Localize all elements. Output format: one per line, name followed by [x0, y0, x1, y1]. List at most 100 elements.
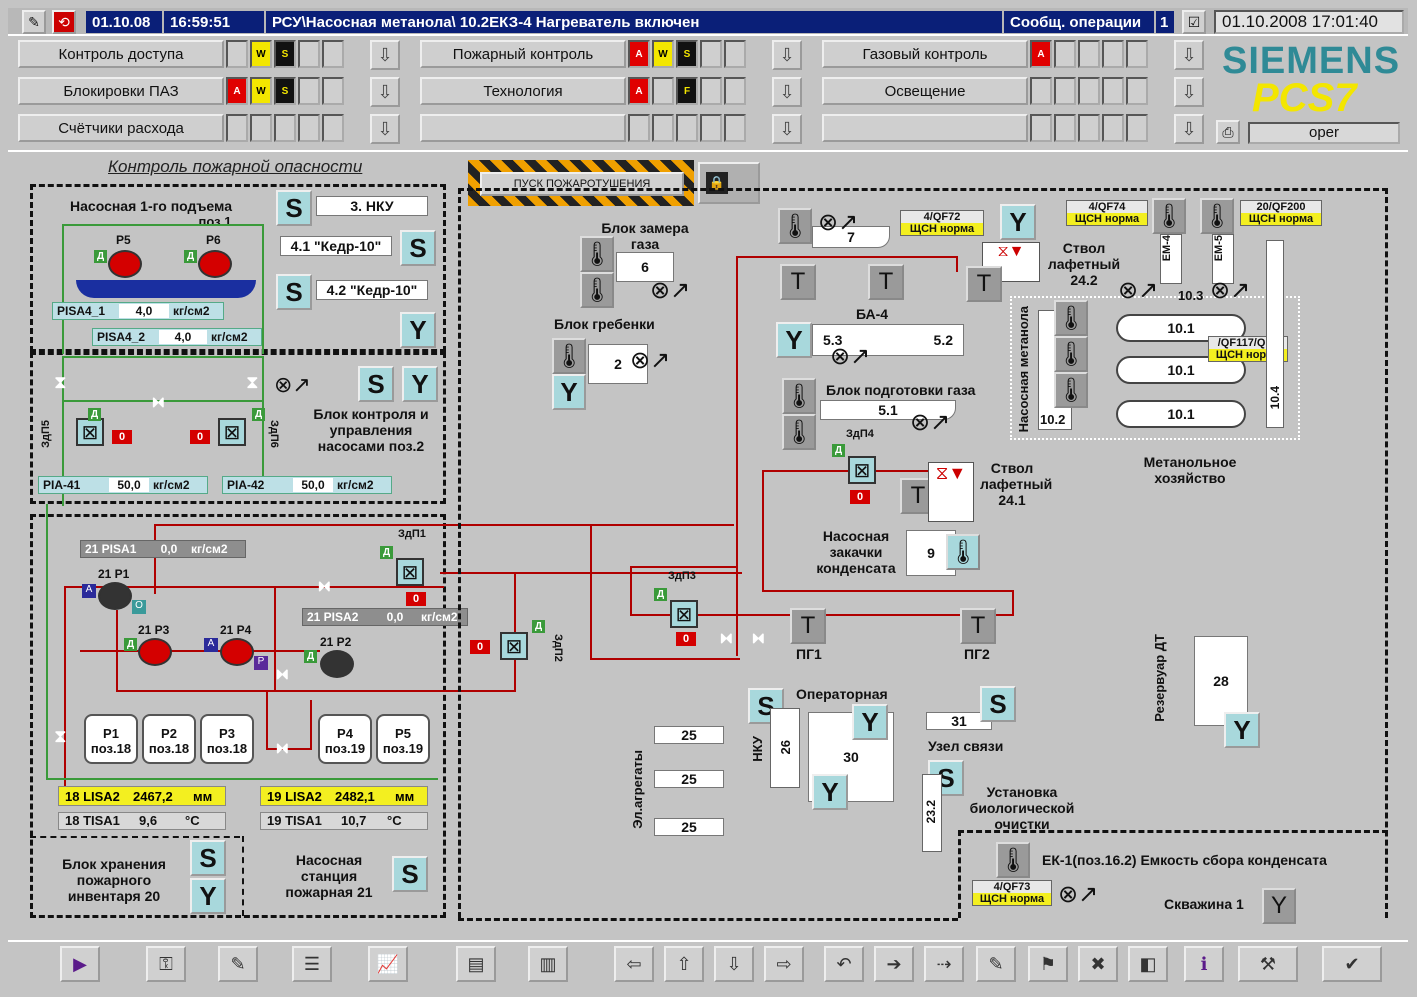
play-button[interactable]: ▶	[60, 946, 100, 982]
storage-switch[interactable]: S	[190, 840, 226, 876]
methanol-tank[interactable]: 10.1	[1116, 400, 1246, 428]
gas-meter-temp[interactable]: 🌡	[580, 236, 614, 272]
alarm-message[interactable]: РСУ\Насосная метанола\ 10.2ЕКЗ-4 Нагрева…	[266, 11, 1002, 33]
fire-monitor-icon[interactable]: ⊗↗	[830, 343, 871, 370]
barrel-24-1[interactable]: ⧖▼	[928, 462, 974, 522]
check-button[interactable]: ✔	[1322, 946, 1382, 982]
pg2-hydrant[interactable]: T	[960, 608, 996, 644]
valve-icon[interactable]: ⧗	[272, 742, 293, 755]
comb-temp[interactable]: 🌡	[552, 338, 586, 374]
area-button-2[interactable]: Газовый контроль	[822, 40, 1028, 68]
area-down-button[interactable]: ⇩	[370, 77, 400, 107]
tank-10-4[interactable]	[1266, 240, 1284, 428]
pump-21-p1[interactable]	[98, 582, 132, 610]
fire-start-button[interactable]: ПУСК ПОЖАРОТУШЕНИЯ	[480, 172, 684, 196]
ek1-temp[interactable]: 🌡	[996, 842, 1030, 878]
gas-meter-temp[interactable]: 🌡	[580, 272, 614, 308]
notes-icon[interactable]: ✎	[22, 10, 46, 34]
valve-icon[interactable]: ⧗	[716, 632, 737, 645]
tools-button[interactable]: ⚒	[1238, 946, 1298, 982]
area-button-6[interactable]: Счётчики расхода	[18, 114, 224, 142]
well-valve[interactable]: Y	[1262, 888, 1296, 924]
skip-button[interactable]: ⇢	[924, 946, 964, 982]
valve-zdp1[interactable]: ⊠	[396, 558, 424, 586]
valve-zdp6[interactable]: ⊠	[218, 418, 246, 446]
hydrant-icon[interactable]: T	[780, 264, 816, 300]
hydrant-icon[interactable]: T	[868, 264, 904, 300]
valve-icon[interactable]: ⧗	[54, 372, 67, 392]
fire-monitor-icon[interactable]: ⊗↗	[650, 277, 691, 304]
area-button-8[interactable]	[822, 114, 1028, 142]
valve-y-qf72[interactable]: Y	[1000, 204, 1036, 240]
methanol-temp[interactable]: 🌡	[1054, 336, 1088, 372]
cancel-button[interactable]: ✖	[1078, 946, 1118, 982]
pump-ctrl-switch[interactable]: S	[358, 366, 394, 402]
kedr-4-1-switch[interactable]: S	[400, 230, 436, 266]
info-button[interactable]: ℹ	[1184, 946, 1224, 982]
pump-p6[interactable]	[198, 250, 232, 278]
em4-temp[interactable]: 🌡	[1152, 198, 1186, 234]
valve-zdp4[interactable]: ⊠	[848, 456, 876, 484]
flag-button[interactable]: ⚑	[1028, 946, 1068, 982]
area-down-button[interactable]: ⇩	[1174, 77, 1204, 107]
key-button[interactable]: ⚿	[146, 946, 186, 982]
pg1-hydrant[interactable]: T	[790, 608, 826, 644]
view-button[interactable]: ◧	[1128, 946, 1168, 982]
pump-21-p4[interactable]	[220, 638, 254, 666]
fire-monitor-icon[interactable]: ⊗↗	[1210, 277, 1251, 304]
valve-zdp3[interactable]: ⊠	[670, 600, 698, 628]
notes-button[interactable]: ✎	[218, 946, 258, 982]
kedr-4-2-switch[interactable]: S	[276, 274, 312, 310]
fire-monitor-icon[interactable]: ⊗↗	[1118, 277, 1159, 304]
operator-valve-2[interactable]: Y	[812, 774, 848, 810]
up-button[interactable]: ⇧	[664, 946, 704, 982]
em5-tank[interactable]: ЕМ-5	[1212, 234, 1234, 284]
storage-valve[interactable]: Y	[190, 878, 226, 914]
valve-zdp5[interactable]: ⊠	[76, 418, 104, 446]
nku3-switch[interactable]: S	[276, 190, 312, 226]
next-button[interactable]: ➔	[874, 946, 914, 982]
report2-button[interactable]: ▥	[528, 946, 568, 982]
list-button[interactable]: ☰	[292, 946, 332, 982]
pump1-valve-button[interactable]: Y	[400, 312, 436, 348]
right-button[interactable]: ⇨	[764, 946, 804, 982]
pump-ctrl-valve[interactable]: Y	[402, 366, 438, 402]
comm-switch[interactable]: S	[980, 686, 1016, 722]
fire-monitor-icon[interactable]: ⊗↗	[818, 209, 859, 236]
comb-valve[interactable]: Y	[552, 374, 586, 410]
area-down-button[interactable]: ⇩	[772, 77, 802, 107]
temp-7[interactable]: 🌡	[778, 208, 812, 244]
valve-icon[interactable]: ⧗	[748, 632, 769, 645]
fire-monitor-icon[interactable]: ⊗↗	[910, 409, 951, 436]
area-down-button[interactable]: ⇩	[772, 114, 802, 144]
pump-21-p2[interactable]	[320, 650, 354, 678]
fire-monitor-icon[interactable]: ⊗↗	[630, 347, 671, 374]
exit-icon[interactable]: ⟲	[52, 10, 76, 34]
area-down-button[interactable]: ⇩	[1174, 40, 1204, 70]
gasprep-temp[interactable]: 🌡	[782, 414, 816, 450]
area-down-button[interactable]: ⇩	[772, 40, 802, 70]
area-button-7[interactable]	[420, 114, 626, 142]
methanol-tank[interactable]: 10.1	[1116, 356, 1246, 384]
left-button[interactable]: ⇦	[614, 946, 654, 982]
methanol-temp[interactable]: 🌡	[1054, 372, 1088, 408]
valve-icon[interactable]: ⧗	[314, 580, 335, 593]
valve-zdp2[interactable]: ⊠	[500, 632, 528, 660]
pump-21-p3[interactable]	[138, 638, 172, 666]
area-down-button[interactable]: ⇩	[1174, 114, 1204, 144]
area-button-3[interactable]: Блокировки ПАЗ	[18, 77, 224, 105]
lock-button[interactable]: 🔒	[698, 162, 760, 204]
